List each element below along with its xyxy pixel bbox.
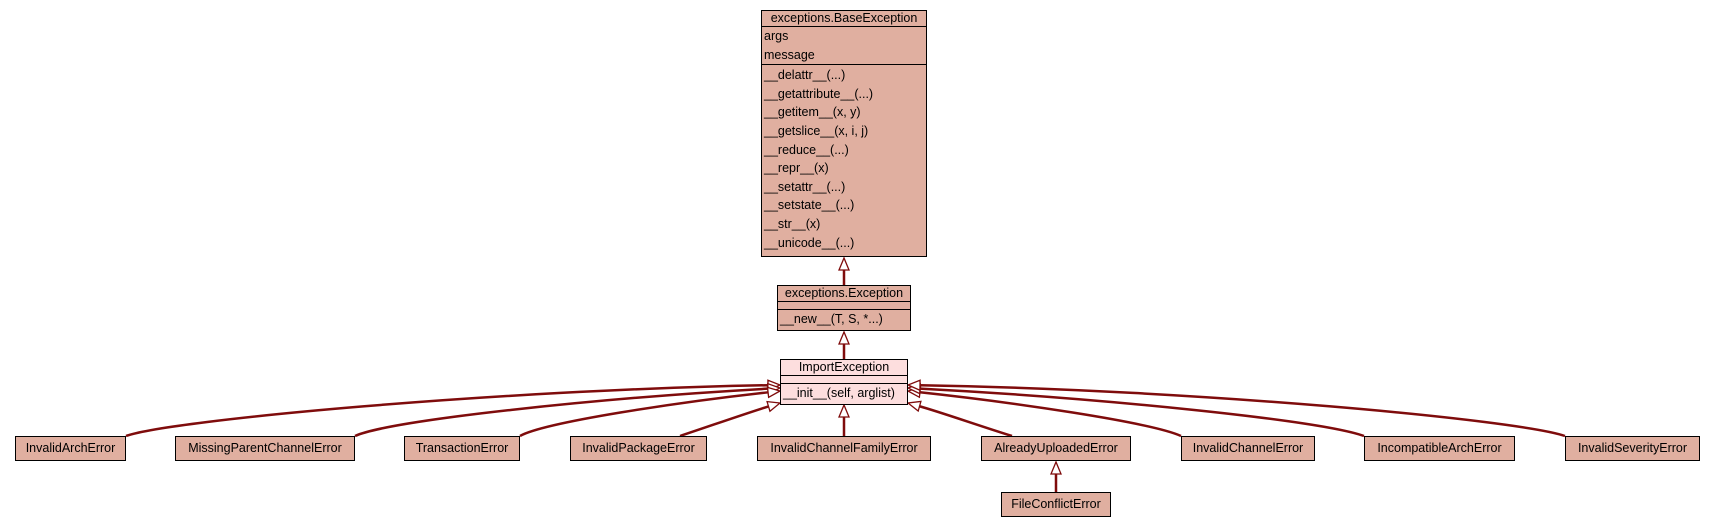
inheritance-arrowhead xyxy=(906,400,922,413)
method-row: __reduce__(...) xyxy=(764,142,849,157)
invalid-severity-error-node[interactable]: InvalidSeverityError xyxy=(1565,436,1700,461)
method-row: __getitem__(x, y) xyxy=(764,105,861,120)
invalid-channel-family-error-node[interactable]: InvalidChannelFamilyError xyxy=(757,436,931,461)
inheritance-edge xyxy=(919,387,1365,438)
file-conflict-error-node[interactable]: FileConflictError xyxy=(1001,492,1111,517)
method-row: __delattr__(...) xyxy=(764,68,846,83)
already-uploaded-error-node[interactable]: AlreadyUploadedError xyxy=(981,436,1131,461)
exception-title: exceptions.Exception xyxy=(778,286,910,302)
inheritance-edge xyxy=(919,391,1182,438)
method-row: __new__(T, S, *...) xyxy=(780,312,883,326)
base-exception-title: exceptions.BaseException xyxy=(762,11,926,27)
inheritance-edge xyxy=(354,387,769,438)
base-exception-attributes: args message xyxy=(762,27,926,66)
method-row: __str__(x) xyxy=(764,216,821,231)
method-row: __getattribute__(...) xyxy=(764,86,874,101)
invalid-arch-error-node[interactable]: InvalidArchError xyxy=(15,436,126,461)
transaction-error-node[interactable]: TransactionError xyxy=(404,436,520,461)
method-row: __repr__(x) xyxy=(764,161,829,176)
inheritance-arrowhead xyxy=(838,403,850,418)
import-exception-title: ImportException xyxy=(781,360,907,376)
inheritance-arrowhead xyxy=(766,400,782,413)
import-exception-node[interactable]: ImportException __init__(self, arglist) xyxy=(780,359,908,405)
inheritance-edge xyxy=(125,383,769,438)
attribute-row: args xyxy=(764,29,789,43)
import-exception-attributes xyxy=(781,376,907,384)
base-exception-methods: __delattr__(...) __getattribute__(...) _… xyxy=(762,65,926,252)
method-row: __unicode__(...) xyxy=(764,235,855,250)
invalid-package-error-node[interactable]: InvalidPackageError xyxy=(570,436,707,461)
incompatible-arch-error-node[interactable]: IncompatibleArchError xyxy=(1364,436,1515,461)
inheritance-edge xyxy=(679,405,769,438)
method-row: __getslice__(x, i, j) xyxy=(764,123,869,138)
method-row: __init__(self, arglist) xyxy=(783,386,895,400)
inheritance-arrowhead xyxy=(838,330,850,345)
method-row: __setstate__(...) xyxy=(764,198,855,213)
base-exception-node[interactable]: exceptions.BaseException args message __… xyxy=(761,10,927,257)
method-row: __setattr__(...) xyxy=(764,179,846,194)
inheritance-arrowhead xyxy=(838,256,850,271)
inheritance-arrowhead xyxy=(1050,460,1062,475)
attribute-row: message xyxy=(764,47,815,62)
inheritance-edge xyxy=(519,391,769,438)
exception-attributes xyxy=(778,302,910,310)
missing-parent-channel-error-node[interactable]: MissingParentChannelError xyxy=(175,436,355,461)
inheritance-edge xyxy=(919,405,1013,438)
exception-methods: __new__(T, S, *...) xyxy=(778,310,910,329)
inheritance-edge xyxy=(919,383,1566,438)
invalid-channel-error-node[interactable]: InvalidChannelError xyxy=(1181,436,1315,461)
import-exception-methods: __init__(self, arglist) xyxy=(781,384,907,403)
exception-node[interactable]: exceptions.Exception __new__(T, S, *...) xyxy=(777,285,911,331)
